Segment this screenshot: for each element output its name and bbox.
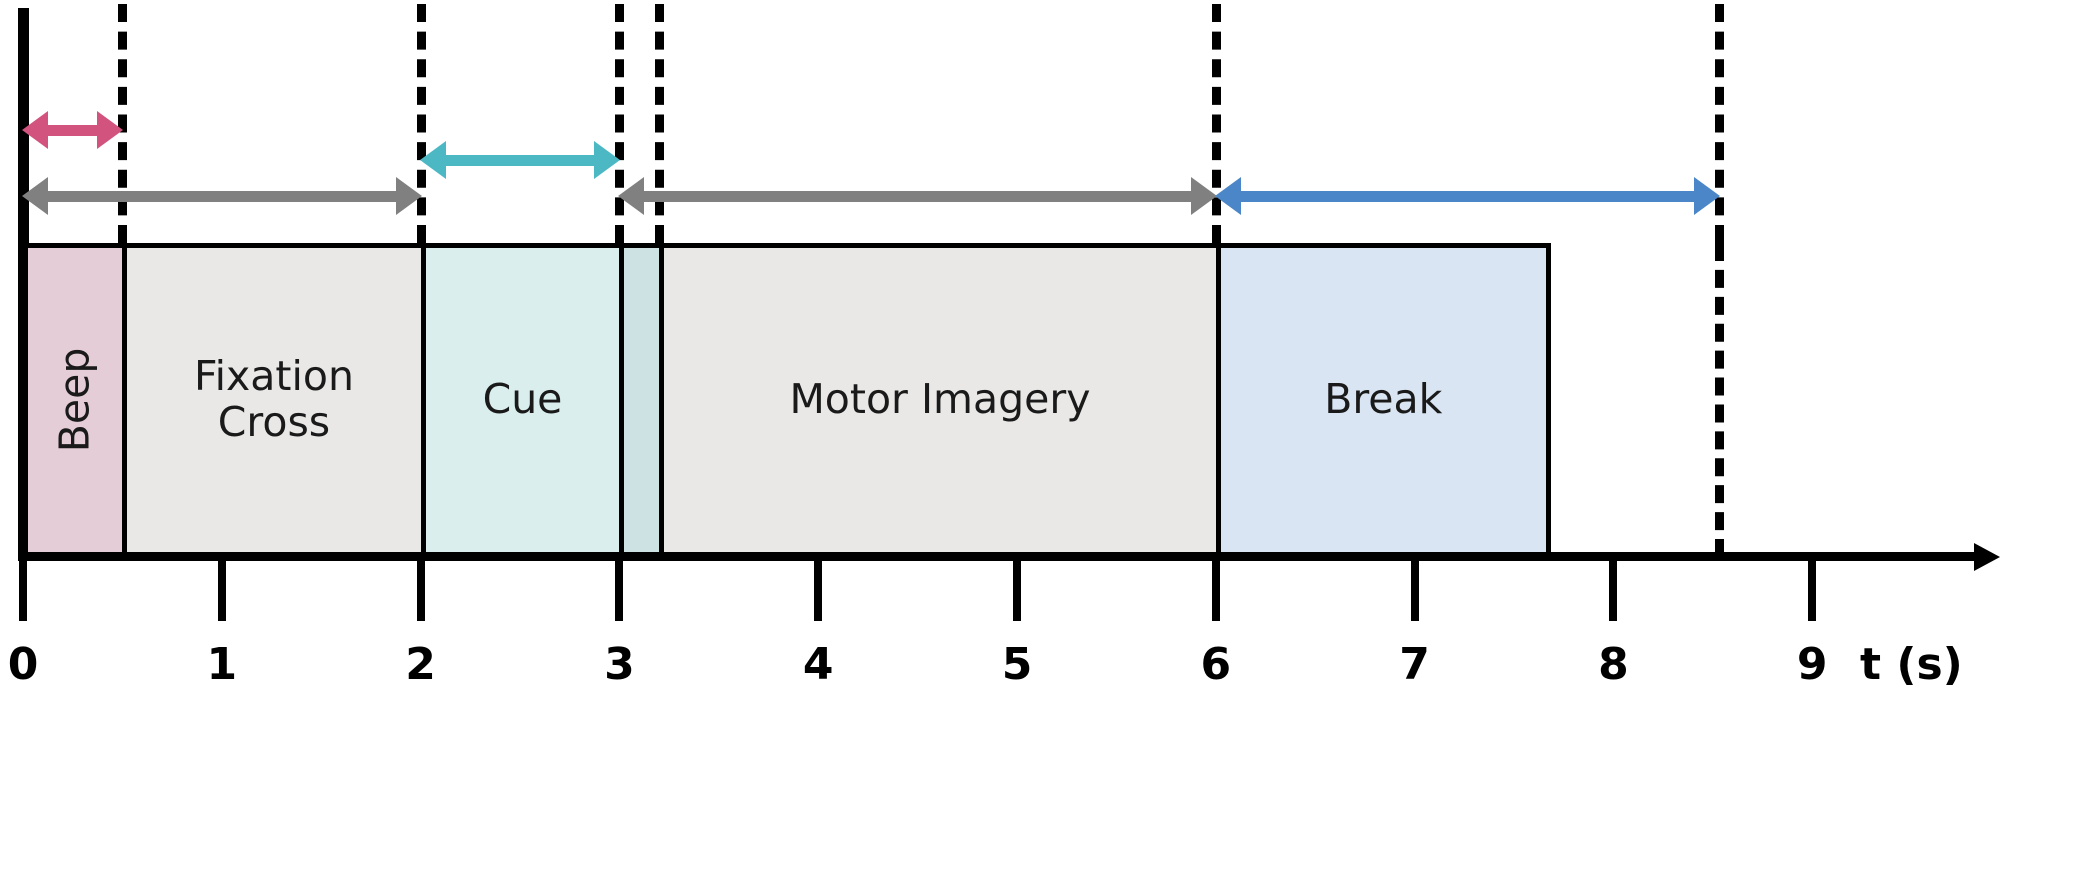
x-axis-arrowhead [1974, 543, 2000, 571]
axis-tick [1410, 561, 1419, 621]
timeline-block-spacer [619, 243, 665, 557]
timeline-block-label: Beep [50, 347, 99, 453]
axis-tick-label: 2 [405, 639, 436, 690]
arrow-head-right [97, 111, 124, 149]
timeline-block-label: Cue [482, 375, 563, 424]
axis-tick-label: 9 [1796, 639, 1828, 690]
dashed-marker-line [615, 4, 625, 243]
dashed-marker-line [1714, 4, 1724, 243]
arrow-head-right [1190, 177, 1217, 215]
axis-tick [1211, 561, 1220, 621]
arrow-head-left [22, 111, 48, 149]
arrow-bar [37, 124, 109, 136]
axis-tick [19, 561, 27, 621]
axis-tick [217, 561, 226, 621]
axis-tick [1808, 561, 1817, 621]
arrow-head-right [395, 177, 422, 215]
arrow-head-right [1693, 177, 1720, 215]
axis-tick-label: 5 [1001, 639, 1033, 690]
axis-tick [1013, 561, 1021, 621]
axis-tick [416, 561, 425, 621]
axis-tick-label: 4 [802, 639, 834, 690]
axis-title: t (s) [1860, 639, 1963, 690]
arrow-bar [37, 190, 407, 202]
arrow-bar [434, 154, 606, 166]
timeline-block-break: Break [1215, 243, 1551, 557]
dashed-marker-line [416, 4, 426, 243]
dashed-marker-line [1714, 243, 1724, 557]
axis-tick [814, 561, 823, 621]
axis-tick-label: 0 [7, 639, 39, 690]
axis-tick-label: 3 [604, 639, 635, 690]
axis-tick-label: 7 [1399, 639, 1430, 690]
axis-tick [615, 561, 624, 621]
timeline-block-beep: Beep [23, 243, 128, 557]
dashed-marker-line [655, 4, 665, 243]
axis-tick-label: 8 [1598, 639, 1629, 690]
arrow-head-left [22, 177, 48, 215]
axis-tick [1609, 561, 1618, 621]
timeline-block-label: Break [1324, 375, 1443, 424]
arrow-head-left [618, 177, 645, 215]
arrow-head-left [419, 141, 446, 179]
arrow-head-left [1214, 177, 1241, 215]
dashed-marker-line [1211, 4, 1221, 243]
timeline-block-cue: Cue [420, 243, 625, 557]
arrow-head-right [594, 141, 621, 179]
timeline-block-motor-imagery: Motor Imagery [659, 243, 1221, 557]
arrow-bar [1229, 190, 1705, 202]
timeline-block-label: Motor Imagery [789, 375, 1091, 424]
axis-tick-label: 1 [206, 639, 238, 690]
axis-tick-label: 6 [1200, 639, 1232, 690]
arrow-bar [633, 190, 1202, 202]
